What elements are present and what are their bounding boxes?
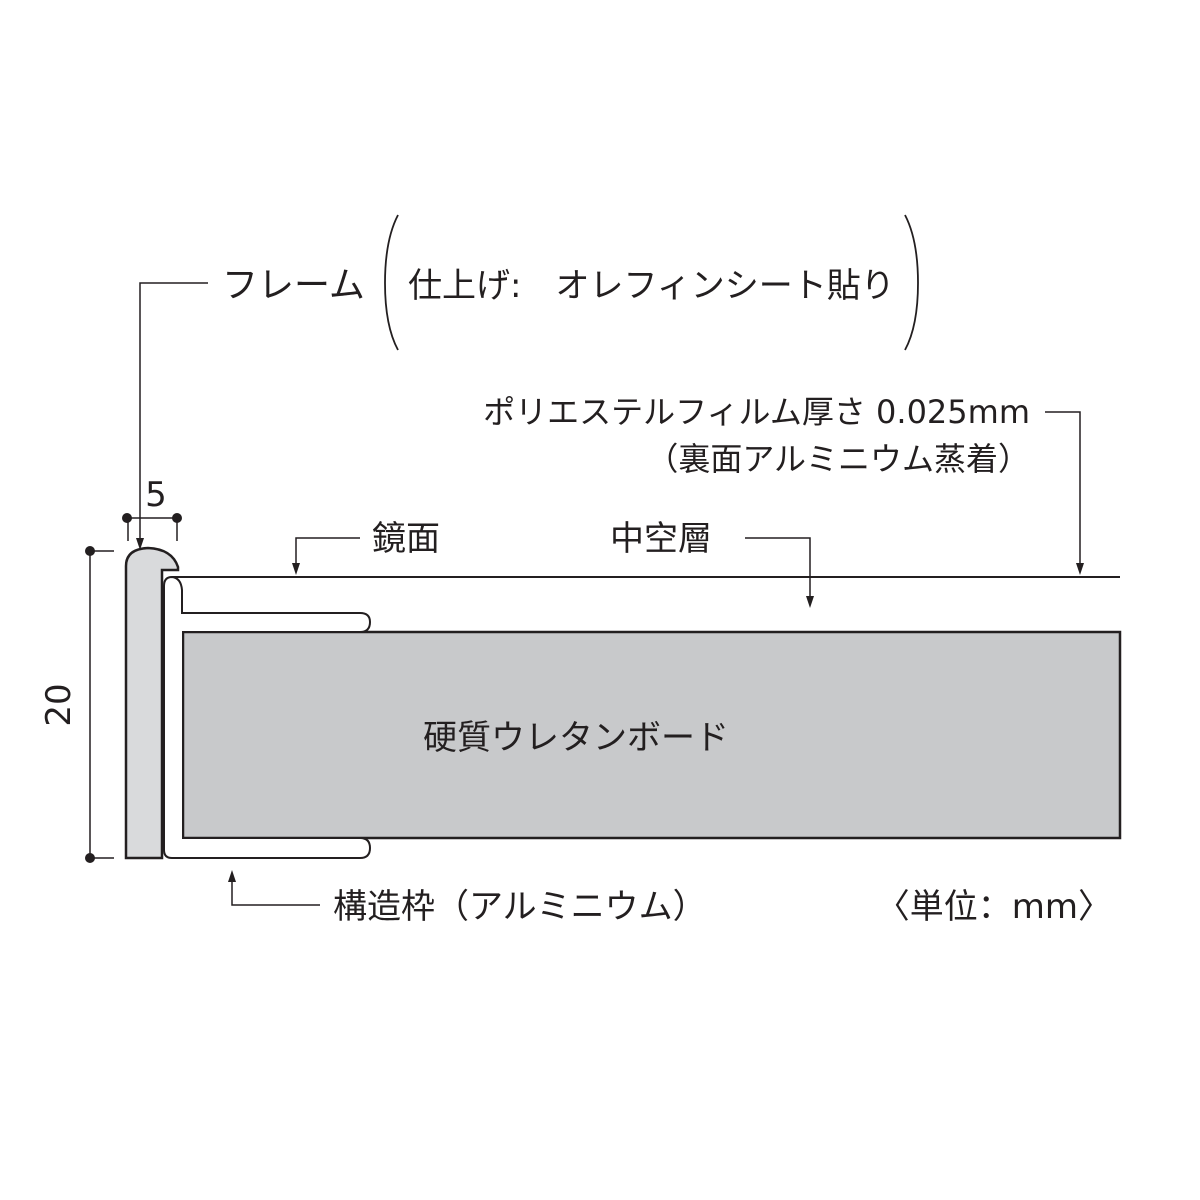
hollow-label: 中空層	[610, 519, 712, 559]
frame-label: フレーム	[222, 265, 365, 306]
finish-label: 仕上げ: オレフィンシート貼り	[408, 266, 895, 306]
film-note-label: （裏面アルミニウム蒸着）	[646, 440, 1030, 478]
right-bracket	[904, 214, 919, 351]
left-bracket	[384, 214, 399, 351]
urethane-board	[181, 630, 1122, 840]
structure-frame	[163, 575, 372, 859]
mirror-label: 鏡面	[372, 519, 440, 559]
width-dimension: 5	[145, 475, 167, 515]
unit-label: 〈単位：mm〉	[876, 887, 1112, 927]
structure-label: 構造枠（アルミニウム）	[333, 887, 707, 927]
outer-frame	[124, 546, 180, 860]
height-dimension: 20	[39, 683, 79, 726]
film-label: ポリエステルフィルム厚さ 0.025mm	[483, 393, 1030, 431]
board-label: 硬質ウレタンボード	[423, 718, 729, 758]
